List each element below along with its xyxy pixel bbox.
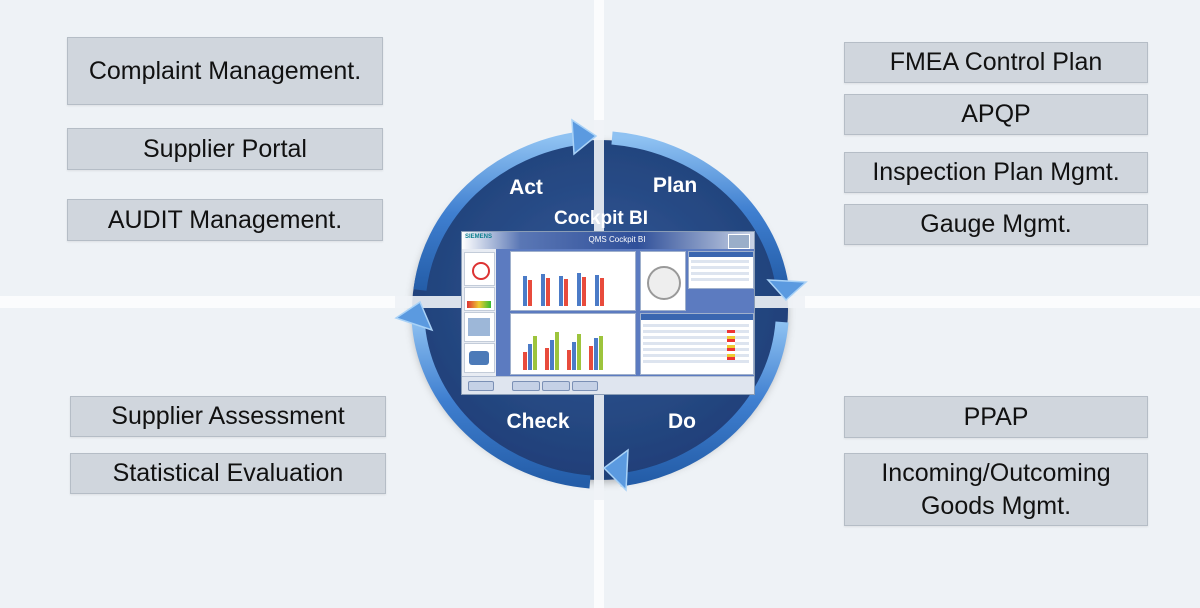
arc-do-to-check xyxy=(619,321,789,487)
apqp-box: APQP xyxy=(844,94,1148,135)
arrow-head-bottom xyxy=(602,448,629,492)
supplier-assessment-box: Supplier Assessment xyxy=(70,396,386,437)
arc-check-to-act xyxy=(411,317,591,489)
arrow-head-top xyxy=(571,118,598,156)
inspection-plan-mgmt-box: Inspection Plan Mgmt. xyxy=(844,152,1148,193)
footer-button-3 xyxy=(542,381,570,391)
project-table-panel xyxy=(688,251,754,289)
world-map-widget xyxy=(464,343,495,373)
bar-chart-panel-bottom xyxy=(510,313,636,375)
dashboard-main xyxy=(496,249,754,379)
cockpit-dashboard-thumbnail: SIEMENS QMS Cockpit BI xyxy=(461,231,755,395)
label-plan: Plan xyxy=(653,174,697,197)
footer-button-4 xyxy=(572,381,598,391)
fmea-control-plan-box: FMEA Control Plan xyxy=(844,42,1148,83)
dashboard-footer xyxy=(462,376,754,394)
arc-act-to-plan xyxy=(413,131,581,291)
label-check: Check xyxy=(506,410,569,433)
header-image-icon xyxy=(728,234,750,249)
arrow-head-right xyxy=(766,279,808,302)
cockpit-bi-title: Cockpit BI xyxy=(554,208,648,229)
footer-button-1 xyxy=(468,381,494,391)
tasks-table-panel xyxy=(640,313,754,375)
progress-widget xyxy=(464,312,495,342)
footer-button-2 xyxy=(512,381,540,391)
label-do: Do xyxy=(668,410,696,433)
bar-chart-panel-top xyxy=(510,251,636,311)
gauge-mgmt-box: Gauge Mgmt. xyxy=(844,204,1148,245)
siemens-logo: SIEMENS xyxy=(465,234,493,240)
statistical-evaluation-box: Statistical Evaluation xyxy=(70,453,386,494)
arrow-head-left xyxy=(394,300,434,332)
ppap-box: PPAP xyxy=(844,396,1148,438)
gauge-widget xyxy=(464,252,495,286)
project-gauge-panel xyxy=(640,251,686,311)
supplier-portal-box: Supplier Portal xyxy=(67,128,383,170)
incoming-outcoming-goods-box: Incoming/Outcoming Goods Mgmt. xyxy=(844,453,1148,526)
dashboard-sidebar xyxy=(462,249,497,379)
audit-management-box: AUDIT Management. xyxy=(67,199,383,241)
dashboard-title: QMS Cockpit BI xyxy=(588,235,646,244)
arc-plan-to-do xyxy=(611,131,789,287)
energy-widget xyxy=(464,287,495,311)
label-act: Act xyxy=(509,176,543,199)
complaint-management-box: Complaint Management. xyxy=(67,37,383,105)
dashboard-header: SIEMENS QMS Cockpit BI xyxy=(462,232,754,249)
